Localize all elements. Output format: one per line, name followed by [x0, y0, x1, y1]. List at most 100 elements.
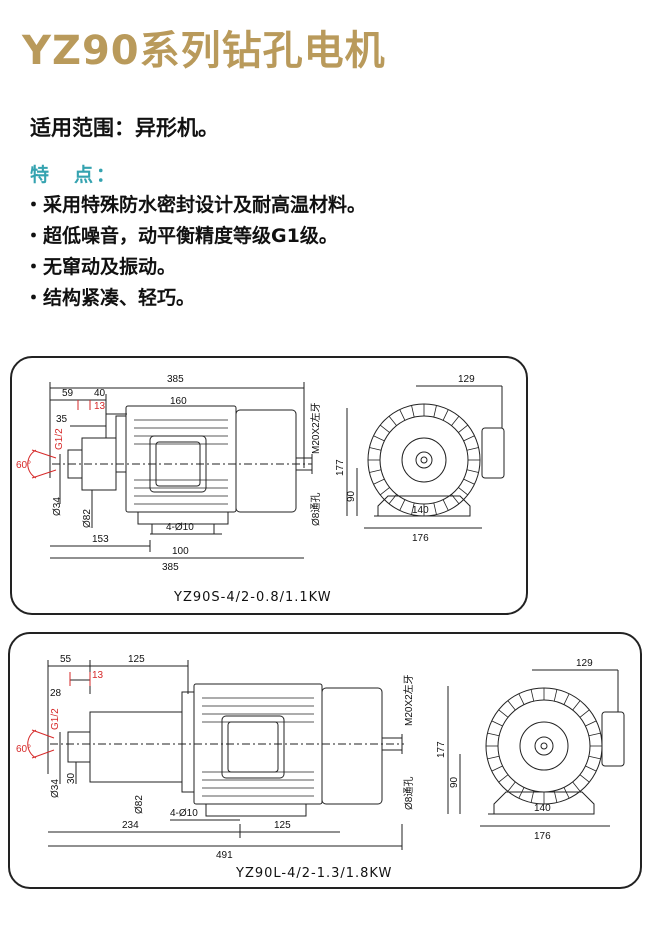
cooling-fin [563, 693, 570, 705]
dim-30: 30 [66, 772, 77, 784]
dim-55: 55 [60, 654, 72, 665]
cooling-fin [585, 765, 597, 772]
cooling-fin [507, 781, 516, 792]
cooling-fin [553, 790, 558, 803]
cooling-fin [451, 415, 460, 426]
cooling-fin [373, 478, 385, 485]
cooling-fin [518, 787, 525, 799]
dim-28: 28 [50, 688, 62, 699]
cooling-fin [572, 781, 581, 792]
cooling-fin [388, 415, 397, 426]
page-title: YZ90系列钻孔电机 [22, 28, 386, 74]
cooling-fin [399, 409, 406, 421]
application-scope: 适用范围：异形机。 [30, 116, 219, 140]
dim-176: 176 [534, 831, 551, 842]
dim-177: 177 [436, 741, 447, 758]
cooling-fin [369, 469, 382, 473]
cooling-fin [579, 709, 590, 718]
feature-item: ・无窜动及振动。 [24, 256, 177, 278]
cooling-fin [498, 774, 509, 783]
cooling-fin [466, 447, 479, 451]
cooling-fin [373, 435, 385, 442]
dim-holes: 4-Ø10 [170, 808, 198, 819]
dim-13: 13 [94, 401, 106, 412]
cooling-fin [458, 424, 469, 433]
cooling-fin [487, 755, 500, 760]
cooling-fin [433, 405, 437, 418]
dim-g12: G1/2 [54, 428, 65, 450]
feature-item: ・采用特殊防水密封设计及耐高温材料。 [24, 194, 367, 216]
cooling-fin [518, 693, 525, 705]
dim-d82: Ø82 [134, 795, 145, 814]
dim-125-top: 125 [128, 654, 145, 665]
dim-thread: M20X2左牙 [309, 402, 322, 454]
dim-385-bottom: 385 [162, 562, 179, 573]
dim-g12: G1/2 [50, 708, 61, 730]
cooling-fin [442, 409, 449, 421]
cooling-fin [369, 447, 382, 451]
cooling-fin [463, 478, 475, 485]
cooling-fin [379, 487, 390, 496]
dim-129: 129 [576, 658, 593, 669]
cooling-fin [498, 709, 509, 718]
dim-160: 160 [170, 396, 187, 407]
dim-177: 177 [335, 459, 346, 476]
dim-129: 129 [458, 374, 475, 385]
cooling-fin [487, 732, 500, 737]
dim-491: 491 [216, 850, 233, 861]
dim-35: 35 [56, 414, 68, 425]
dim-d34: Ø34 [52, 497, 63, 516]
dim-140: 140 [534, 803, 551, 814]
cooling-fin [463, 435, 475, 442]
dim-100: 100 [172, 546, 189, 557]
dim-thread: M20X2左牙 [402, 674, 415, 726]
cooling-fin [411, 405, 415, 418]
cooling-fin [530, 790, 535, 803]
cooling-fin [491, 720, 503, 727]
dim-90: 90 [346, 490, 357, 502]
dim-176: 176 [412, 533, 429, 544]
cooling-fin [379, 424, 390, 433]
diagram-panel-yz90l: 55 125 13 28 G1/2 60° Ø34 30 Ø82 4-Ø10 2… [8, 632, 642, 889]
dim-125-bottom: 125 [274, 820, 291, 831]
dim-140: 140 [412, 505, 429, 516]
cooling-fin [458, 487, 469, 496]
feature-item: ・超低噪音，动平衡精度等级G1级。 [24, 225, 338, 247]
cooling-fin [442, 499, 449, 511]
cooling-fin [563, 787, 570, 799]
features-list: ・采用特殊防水密封设计及耐高温材料。 ・超低噪音，动平衡精度等级G1级。 ・无窜… [24, 190, 366, 314]
features-heading: 特 点： [30, 164, 119, 186]
cooling-fin [579, 774, 590, 783]
dim-d34: Ø34 [50, 779, 61, 798]
dim-90: 90 [449, 776, 460, 788]
model-caption-yz90s: YZ90S-4/2-0.8/1.1KW [174, 590, 332, 605]
dim-385-top: 385 [167, 374, 184, 385]
cooling-fin [588, 755, 601, 760]
cooling-fin [530, 689, 535, 702]
dim-angle: 60° [16, 744, 31, 755]
cooling-fin [399, 499, 406, 511]
dim-59: 59 [62, 388, 74, 399]
dim-holes: 4-Ø10 [166, 522, 194, 533]
cooling-fin [411, 502, 415, 515]
diagram-panel-yz90s: 385 59 40 13 35 160 G1/2 60° Ø34 Ø82 4-Ø… [10, 356, 528, 615]
cooling-fin [572, 700, 581, 711]
dim-13: 13 [92, 670, 104, 681]
model-caption-yz90l: YZ90L-4/2-1.3/1.8KW [236, 866, 393, 881]
dim-bore: Ø8通孔 [310, 493, 322, 526]
dim-bore: Ø8通孔 [403, 777, 415, 810]
cooling-fin [507, 700, 516, 711]
cooling-fin [585, 720, 597, 727]
cooling-fin [433, 502, 437, 515]
cooling-fin [491, 765, 503, 772]
cooling-fin [466, 469, 479, 473]
dim-40: 40 [94, 388, 106, 399]
motor-drawing-yz90s: 385 59 40 13 35 160 G1/2 60° Ø34 Ø82 4-Ø… [16, 374, 505, 573]
cooling-fin [588, 732, 601, 737]
motor-drawing-yz90l: 55 125 13 28 G1/2 60° Ø34 30 Ø82 4-Ø10 2… [16, 654, 625, 861]
feature-item: ・结构紧凑、轻巧。 [24, 287, 196, 309]
dim-d82: Ø82 [82, 509, 93, 528]
dim-angle: 60° [16, 460, 31, 471]
dim-234: 234 [122, 820, 139, 831]
cooling-fin [553, 689, 558, 702]
